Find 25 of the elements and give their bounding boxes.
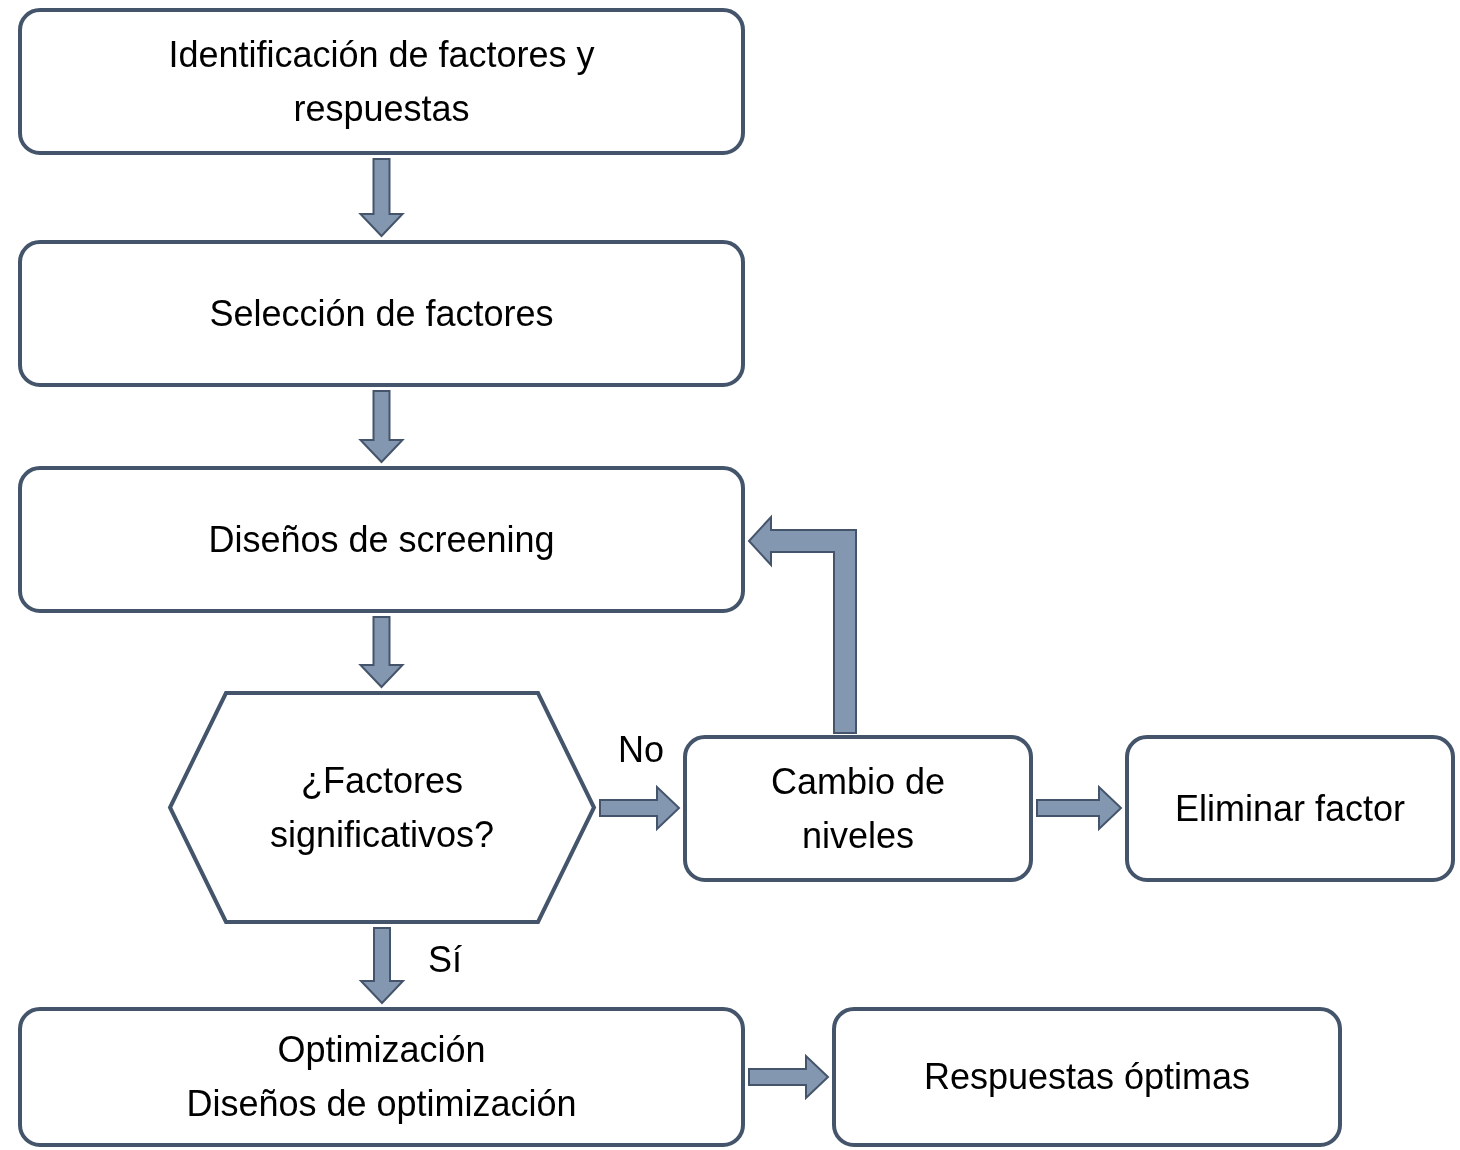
- process-box: [18, 466, 745, 613]
- process-box: [18, 240, 745, 387]
- node-text: Respuestas óptimas: [922, 1055, 1252, 1099]
- decision-hexagon: [168, 691, 596, 924]
- node-text: Selección de factores: [208, 291, 555, 336]
- process-box: [832, 1007, 1342, 1147]
- block-arrow: [748, 1053, 830, 1101]
- block-arrow: [358, 616, 405, 689]
- process-box: [18, 8, 745, 155]
- block-arrow: [358, 927, 406, 1005]
- block-arrow: [358, 158, 405, 238]
- node-text: Cambio de niveles: [769, 759, 947, 858]
- block-arrow: [599, 784, 681, 832]
- block-arrow: [358, 390, 405, 464]
- node-text: Optimización: [276, 1028, 487, 1072]
- block-arrow: [747, 514, 857, 734]
- node-text: Diseños de optimización: [185, 1082, 578, 1126]
- process-box: [683, 735, 1033, 882]
- node-text: ¿Factores significativos?: [268, 758, 496, 857]
- process-box: [1125, 735, 1455, 882]
- node-text: Eliminar factor: [1173, 786, 1407, 831]
- node-text: Identificación de factores y respuestas: [167, 32, 596, 131]
- process-box: [18, 1007, 745, 1147]
- node-text: Diseños de screening: [207, 517, 556, 562]
- block-arrow: [1036, 784, 1123, 832]
